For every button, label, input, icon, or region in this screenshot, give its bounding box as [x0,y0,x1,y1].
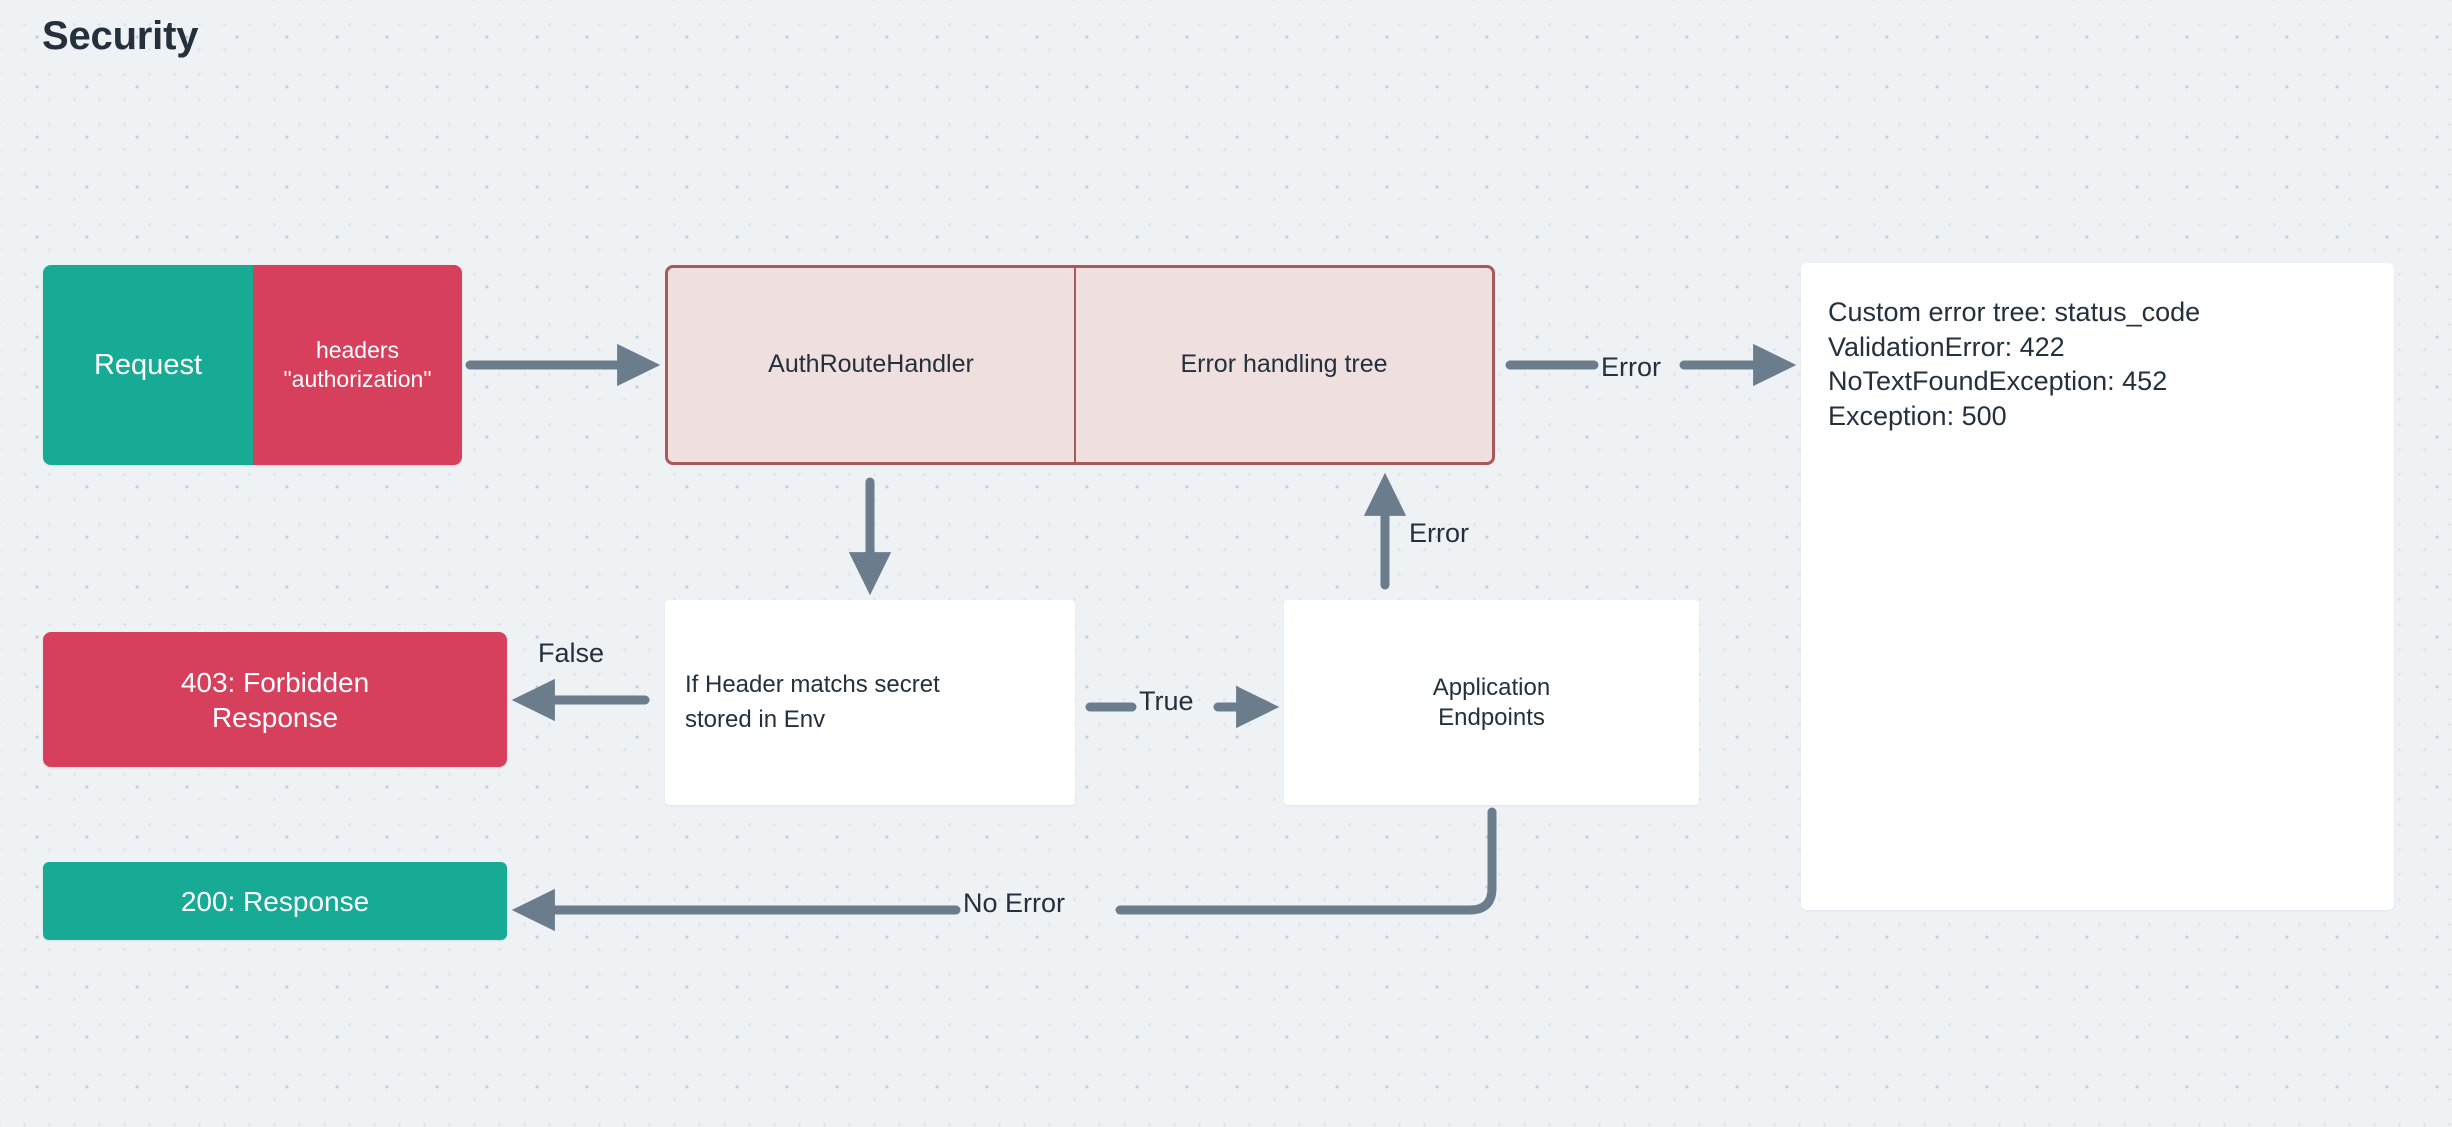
node-headers-line1: headers [315,337,400,364]
page-title: Security [42,14,199,58]
node-headers-authorization[interactable]: headers "authorization" [253,265,462,465]
panel-custom-error-tree: Custom error tree: status_code Validatio… [1801,263,2394,910]
node-200-label: 200: Response [180,885,370,917]
node-appendpoints-line1: Application [1432,673,1551,701]
error-panel-row: NoTextFoundException: 452 [1828,366,2168,397]
node-ifheader-line2: stored in Env [685,705,826,733]
edge-label-true: True [1139,686,1194,716]
error-panel-row: Exception: 500 [1828,400,2007,431]
node-auth-route-handler[interactable]: AuthRouteHandler [665,265,1075,465]
node-403-line2: Response [211,701,339,733]
node-request-label: Request [93,348,202,381]
node-error-handling-tree[interactable]: Error handling tree [1075,265,1495,465]
node-request[interactable]: Request [43,265,253,465]
error-panel-row: ValidationError: 422 [1828,331,2065,362]
node-403-forbidden-response[interactable]: 403: Forbidden Response [43,632,507,767]
edge-label-false: False [538,638,605,668]
edge-label-error-up: Error [1409,518,1469,548]
node-ifheader-line1: If Header matchs secret [685,670,940,698]
edge-label-error-to-panel: Error [1601,352,1661,382]
edge-label-no-error: No Error [963,888,1066,918]
node-errtree-label: Error handling tree [1180,350,1388,379]
node-200-response[interactable]: 200: Response [43,862,507,940]
edge-appendpoints-to-200-a [1115,807,1497,915]
node-headers-line2: "authorization" [283,366,432,392]
error-panel-row: Custom error tree: status_code [1828,297,2201,327]
node-403-line1: 403: Forbidden [180,666,370,698]
node-appendpoints-line2: Endpoints [1438,703,1545,731]
node-application-endpoints[interactable]: Application Endpoints [1284,600,1699,805]
node-if-header-matchs-secret[interactable]: If Header matchs secret stored in Env [665,600,1075,805]
node-auth-label: AuthRouteHandler [768,350,974,379]
